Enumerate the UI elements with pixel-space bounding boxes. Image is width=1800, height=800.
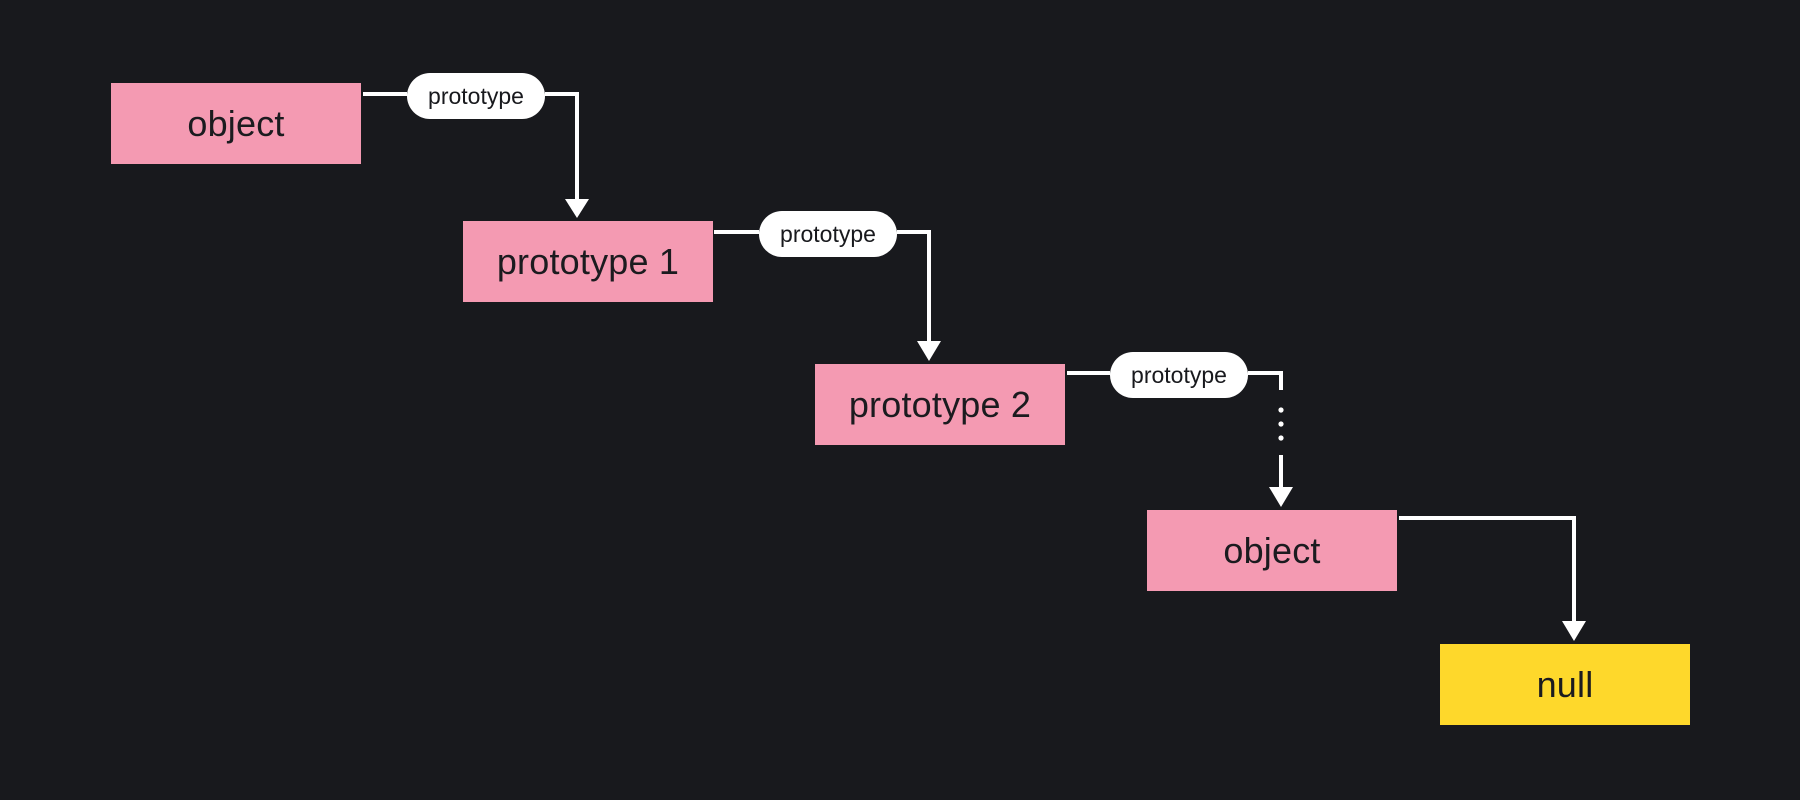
node-prototype-1: prototype 1 bbox=[463, 221, 713, 302]
node-object: object bbox=[111, 83, 361, 164]
edge-label-prototype: prototype bbox=[759, 211, 897, 257]
node-object-end: object bbox=[1147, 510, 1397, 591]
node-label: null bbox=[1536, 663, 1594, 705]
ellipsis-dot bbox=[1278, 407, 1284, 413]
node-label: object bbox=[187, 102, 285, 144]
arrowhead-down-icon bbox=[1562, 621, 1586, 641]
node-null: null bbox=[1440, 644, 1690, 725]
edge-label-prototype: prototype bbox=[1110, 352, 1248, 398]
arrowhead-down-icon bbox=[917, 341, 941, 361]
arrowhead-down-icon bbox=[565, 199, 589, 218]
node-label: prototype 2 bbox=[848, 383, 1032, 425]
edge-object-2-to-null bbox=[1399, 516, 1586, 641]
node-label: object bbox=[1223, 529, 1321, 571]
ellipsis-dot bbox=[1278, 435, 1284, 441]
edge-prototype-1-to-prototype-2 bbox=[714, 230, 941, 361]
edge-label-prototype: prototype bbox=[407, 73, 545, 119]
arrowhead-down-icon bbox=[1269, 487, 1293, 507]
edge-object-to-prototype-1 bbox=[363, 92, 589, 218]
ellipsis-dot bbox=[1278, 421, 1284, 427]
node-label: prototype 1 bbox=[496, 240, 680, 282]
node-prototype-2: prototype 2 bbox=[815, 364, 1065, 445]
edge-prototype-2-to-object-2 bbox=[1067, 371, 1293, 507]
